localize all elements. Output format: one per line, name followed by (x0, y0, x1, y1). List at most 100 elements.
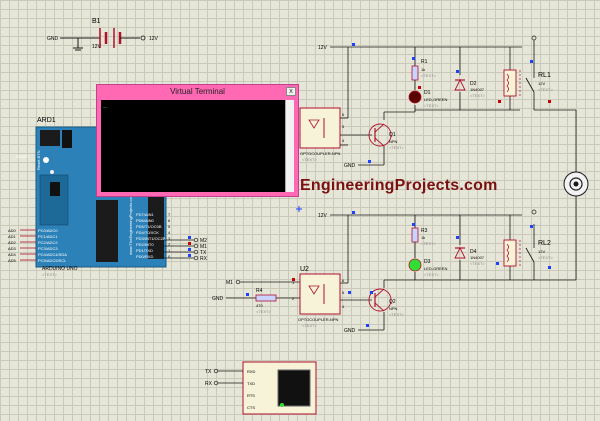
pin-name-pd3: PD3/INT1/OC2B (136, 236, 166, 241)
serial-pin-rxd: RXD (247, 369, 256, 374)
q1-label: Q1 (389, 132, 396, 138)
terminal-screen[interactable]: _ (101, 100, 285, 192)
pin-num-0: 0 (168, 254, 171, 259)
top-supply-wires (330, 46, 522, 166)
led-d1[interactable] (408, 90, 422, 104)
terminal-scrollbar[interactable] (285, 100, 294, 192)
resistor-r1[interactable] (411, 65, 419, 90)
serial-tx-label: TX (205, 369, 212, 375)
bottom-gnd-right: GND (344, 328, 356, 334)
transistor-q2[interactable] (368, 288, 392, 312)
q2-label: Q2 (389, 299, 396, 305)
pin-name-pd2: PD2/INT0 (136, 242, 154, 247)
pin-name-pd5: PD5/T1/OC0B (136, 224, 162, 229)
r4-value: 470 (256, 303, 263, 308)
arduino-mcu (96, 200, 118, 262)
arduino-reset: RESET (16, 154, 30, 159)
diode-d4[interactable] (454, 246, 466, 259)
u2-pin-5: 5 (342, 290, 345, 295)
rl2-value: 12V (538, 249, 545, 254)
dc-motor[interactable] (563, 171, 589, 197)
arduino-net-wires (164, 237, 199, 261)
r1-value: 1k (421, 67, 425, 72)
rl2-label: RL2 (538, 240, 551, 247)
serial-pin-cts: CTS (247, 405, 255, 410)
net-label-m2: M2 (200, 238, 207, 244)
q2-type: NPN (389, 306, 398, 311)
pin-name-pc3: PC3/ADC3 (38, 246, 58, 251)
u1-pin-4: 4 (342, 138, 345, 143)
watermark-text: EngineeringProjects.com (300, 177, 498, 194)
top-supply-label: 12V (318, 45, 328, 51)
q2-text: <TEXT> (389, 312, 405, 317)
battery-label: B1 (92, 18, 101, 25)
u2-part: OPTOCOUPLER-NPN (298, 317, 338, 322)
serial-pin-rts: RTS (247, 393, 255, 398)
r3-text: <TEXT> (421, 241, 437, 246)
u2-pin-2: 2 (292, 296, 295, 301)
pin-ad3: AD3 (8, 246, 17, 251)
pin-ad1: AD1 (8, 234, 17, 239)
r4-text: <TEXT> (256, 309, 272, 314)
transistor-q1[interactable] (368, 123, 392, 147)
d4-type: 1N4007 (470, 255, 485, 260)
arduino-text: <TEXT> (42, 272, 58, 277)
d2-type: 1N4007 (470, 87, 485, 92)
u1-part: OPTOCOUPLER-NPN (300, 151, 340, 156)
pin-num-4: 4 (168, 230, 171, 235)
rl1-value: 12V (538, 81, 545, 86)
optocoupler-u1[interactable] (299, 107, 341, 149)
pin-ad5: AD5 (8, 258, 17, 263)
resistor-r3[interactable] (411, 227, 419, 258)
bottom-supply-wires (226, 209, 576, 331)
pin-num-7: 7 (168, 212, 171, 217)
pin-ad2: AD2 (8, 240, 17, 245)
serial-rx-label: RX (205, 381, 213, 387)
net-label-m1: M1 (200, 244, 207, 250)
resistor-r4[interactable] (255, 294, 277, 302)
u2-pin-6: 6 (342, 278, 345, 283)
arduino-part: ARDUINO UNO (42, 266, 78, 272)
d1-text: <TEXT> (424, 103, 440, 108)
relay-rl1[interactable] (503, 69, 535, 97)
top-gnd-label: GND (344, 163, 356, 169)
d1-type: LED-GREEN (424, 97, 447, 102)
optocoupler-u2[interactable] (299, 273, 341, 315)
pin-ad0: AD0 (8, 228, 17, 233)
u2-text: <TEXT> (302, 323, 318, 328)
pin-name-pc5: PC5/ADC5/SCL (38, 258, 67, 263)
virtual-terminal-window[interactable]: Virtual Terminal x _ (96, 84, 299, 197)
arduino-chip (50, 182, 60, 196)
bottom-m1-label: M1 (226, 280, 233, 286)
virtual-terminal-title: Virtual Terminal (170, 87, 225, 96)
close-icon[interactable]: x (286, 87, 296, 96)
d2-text: <TEXT> (470, 93, 486, 98)
relay-rl2[interactable] (503, 239, 535, 267)
rl2-text: <TEXT> (538, 255, 554, 260)
terminal-cursor: _ (103, 102, 108, 110)
rl1-text: <TEXT> (538, 87, 554, 92)
pin-num-6: 6 (168, 218, 171, 223)
battery-gnd-label: GND (47, 36, 59, 42)
diode-d2[interactable] (454, 78, 466, 91)
r4-label: R4 (256, 288, 263, 294)
pin-name-pd0: PD0/RXD (136, 254, 153, 259)
r3-value: 1k (421, 235, 425, 240)
u2-pin-4: 4 (342, 304, 345, 309)
serial-terminal[interactable] (242, 361, 317, 415)
digital-header (148, 195, 164, 259)
net-label-tx: TX (200, 250, 207, 256)
pin-name-pc4: PC4/ADC4/SDA (38, 252, 67, 257)
d1-label: D1 (424, 90, 431, 96)
battery-voltage: 12V (92, 44, 102, 50)
d4-label: D4 (470, 249, 477, 255)
d3-text: <TEXT> (424, 272, 440, 277)
net-label-rx: RX (200, 256, 208, 262)
led-d3[interactable] (408, 258, 422, 272)
r1-text: <TEXT> (421, 73, 437, 78)
battery-b1[interactable] (60, 28, 146, 51)
battery-terminal[interactable] (140, 35, 146, 41)
u1-pin-5: 5 (342, 124, 345, 129)
